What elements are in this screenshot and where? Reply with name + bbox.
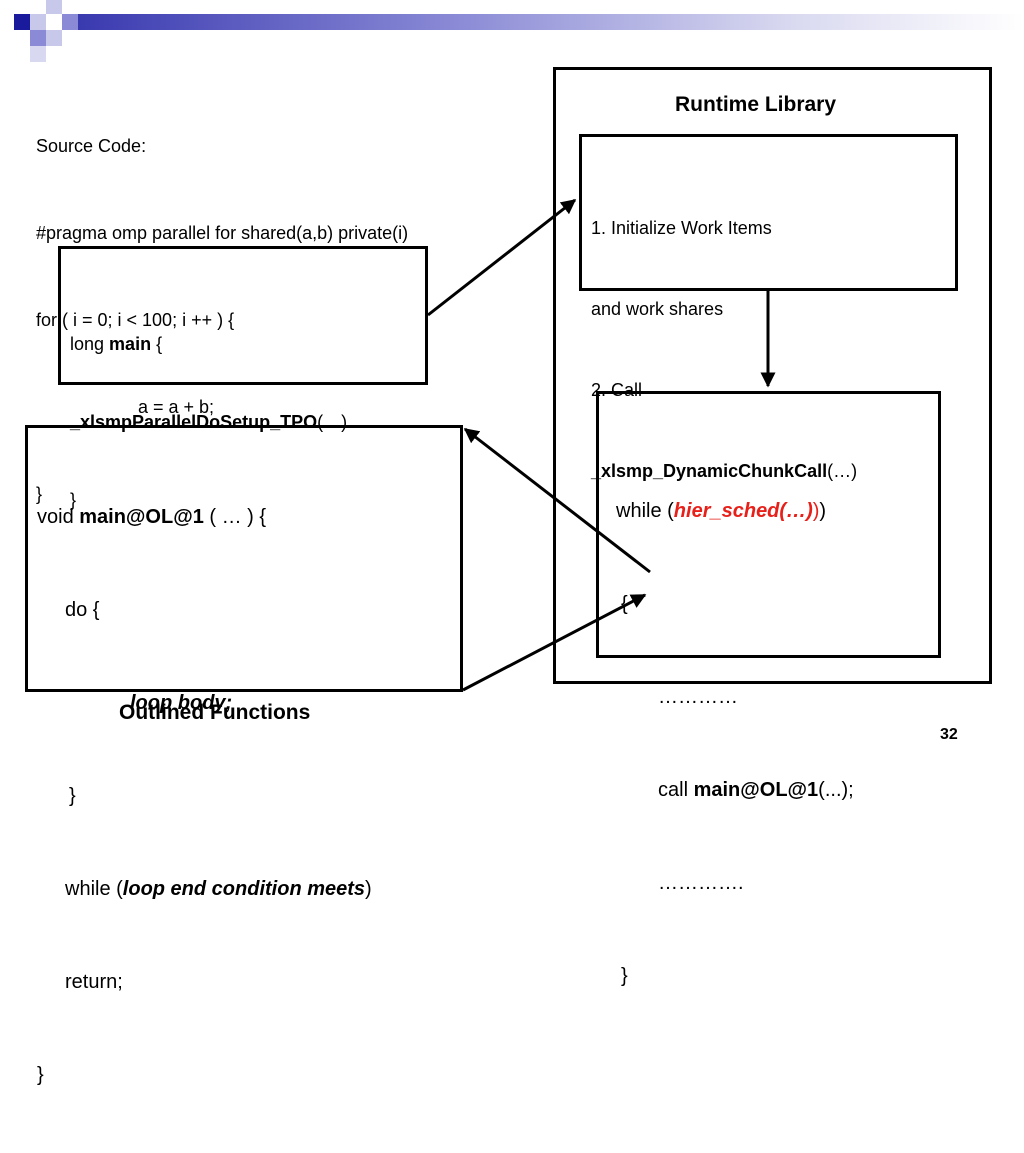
source-title: Source Code:: [36, 136, 147, 156]
outlined-while-prefix: while (: [65, 878, 123, 900]
header-square: [62, 14, 78, 30]
while-suffix: ): [819, 500, 827, 522]
outlined-close: }: [37, 1064, 44, 1086]
main-name: main: [109, 334, 152, 354]
source-close: }: [36, 484, 43, 504]
loop-brace-close: }: [621, 965, 628, 987]
outlined-loop-body: loop body;: [130, 692, 233, 714]
outlined-do: do {: [65, 599, 100, 621]
source-body: a = a + b;: [138, 397, 215, 417]
header-square: [30, 46, 46, 62]
while-inner-paren: ): [812, 500, 820, 522]
call-args: (...);: [818, 779, 854, 801]
outlined-caption: Outlined Functions: [119, 701, 311, 724]
init-line1: 1. Initialize Work Items: [591, 218, 772, 238]
main-long: long: [70, 334, 110, 354]
call-outlined-fn: main@OL@1: [693, 779, 819, 801]
runtime-title: Runtime Library: [675, 93, 837, 116]
header-square: [46, 30, 62, 46]
outlined-condition: loop end condition meets: [122, 878, 366, 900]
loop-dots-2: ………….: [658, 872, 744, 894]
source-for: for ( i = 0; i < 100; i ++ ) {: [36, 310, 235, 330]
header-gradient-bar: [78, 14, 1024, 30]
outlined-close-do: }: [69, 785, 76, 807]
outlined-return: return;: [65, 971, 123, 993]
header-square: [30, 30, 46, 46]
header-decoration: [0, 0, 1024, 64]
connector-arrows: [427, 198, 776, 692]
source-pragma: #pragma omp parallel for shared(a,b) pri…: [36, 223, 409, 243]
loop-dots-1: …………: [658, 686, 738, 708]
outlined-void: void: [37, 506, 80, 528]
call-prefix: call: [658, 779, 694, 801]
main-brace-close: }: [70, 490, 77, 510]
outlined-fn-name: main@OL@1: [79, 506, 204, 528]
arrow-call-to-outlined: [463, 427, 651, 574]
page-number: 32: [940, 726, 958, 743]
arrow-main-to-init: [427, 198, 577, 317]
main-brace-open: {: [151, 334, 163, 354]
hier-sched: hier_sched(…): [673, 500, 813, 522]
dynamic-chunk-args: (…): [827, 461, 858, 481]
header-square: [14, 14, 30, 30]
outlined-signature: ( … ) {: [203, 506, 267, 528]
loop-brace-open: {: [621, 593, 628, 615]
outlined-while-suffix: ): [365, 878, 372, 900]
runtime-library-box: [553, 67, 992, 684]
while-prefix: while (: [616, 500, 674, 522]
header-square: [46, 0, 62, 14]
arrow-outlined-return: [462, 593, 647, 692]
call-line: 2. Call: [591, 380, 643, 400]
init-box: 1. Initialize Work Items and work shares…: [579, 134, 958, 481]
dynamic-chunk-call: _xlsmp_DynamicChunkCall: [591, 461, 828, 481]
init-line2: and work shares: [591, 299, 724, 319]
header-square: [30, 14, 46, 30]
